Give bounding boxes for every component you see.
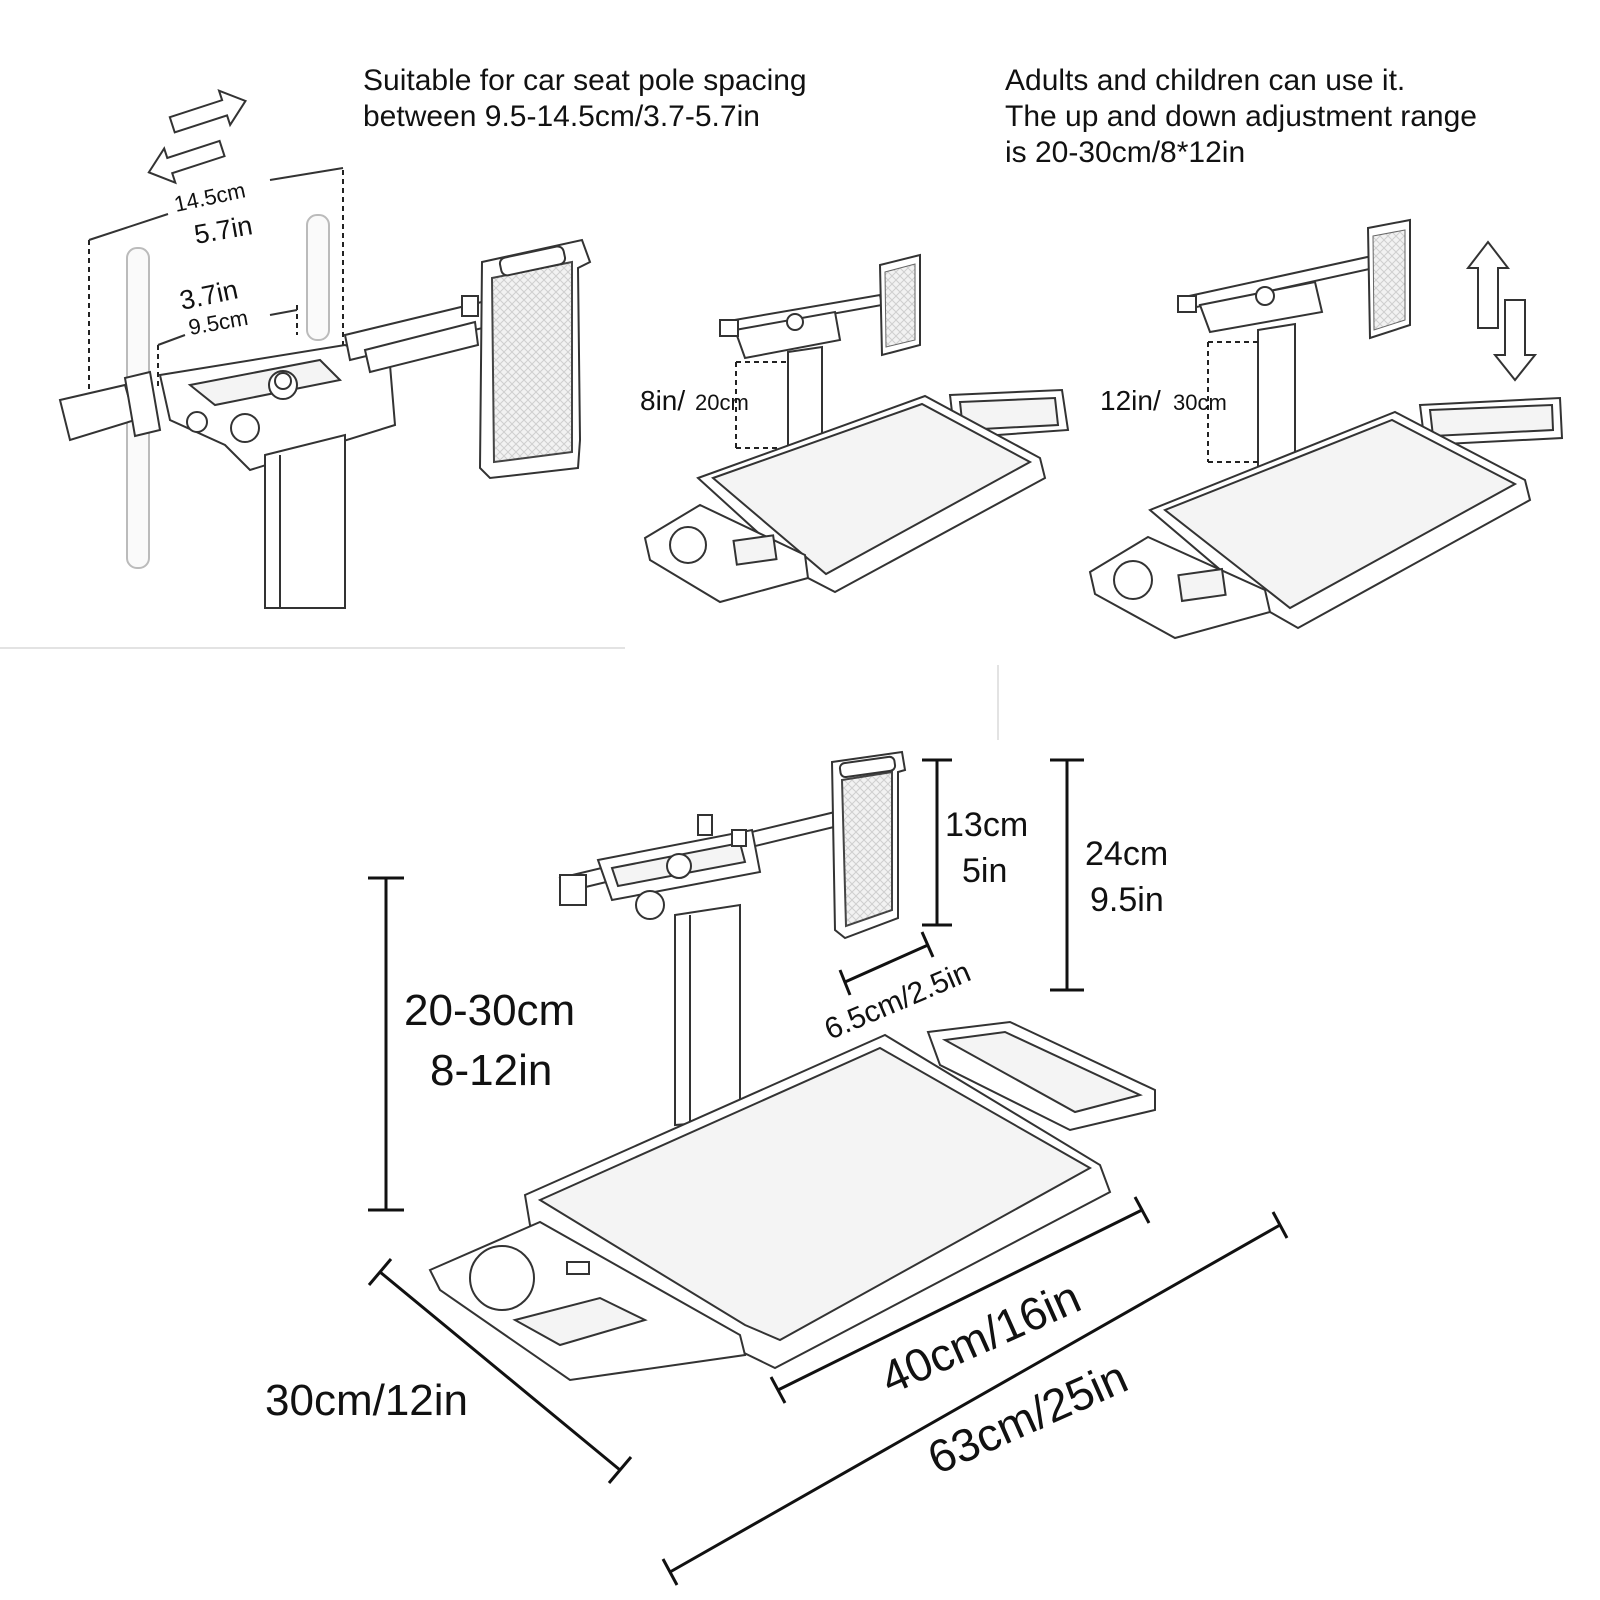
adjustment-line-1: Adults and children can use it. xyxy=(1005,64,1406,97)
total-arm-cm-label: 24cm xyxy=(1085,835,1168,873)
low-height-in-label: 8in/ xyxy=(640,385,685,416)
pole-spacing-caption: Suitable for car seat pole spacing betwe… xyxy=(363,63,807,135)
holder-height-in-label: 5in xyxy=(962,852,1007,890)
double-arrow-vertical-icon xyxy=(1465,240,1538,382)
adjustment-line-2: The up and down adjustment range xyxy=(1005,100,1477,133)
main-dimension-view: 13cm 5in 24cm 9.5in 6.5cm/2.5in 20-30cm … xyxy=(265,750,1289,1586)
adjust-range-cm-label: 20-30cm xyxy=(404,986,575,1035)
outer-spacing-in-label: 5.7in xyxy=(192,210,255,250)
seat-pole-right xyxy=(306,214,330,341)
tray-low-position: 8in/ 20cm xyxy=(640,253,1070,604)
pole-spacing-line-1: Suitable for car seat pole spacing xyxy=(363,64,807,97)
total-arm-in-label: 9.5in xyxy=(1090,881,1164,919)
adjustment-line-3: is 20-30cm/8*12in xyxy=(1005,136,1246,169)
low-height-cm-label: 20cm xyxy=(695,390,749,415)
clamp-closeup: 14.5cm 5.7in 3.7in 9.5cm xyxy=(58,88,592,609)
holder-height-cm-label: 13cm xyxy=(945,806,1028,844)
double-arrow-horizontal-icon xyxy=(147,88,248,185)
pole-spacing-line-2: between 9.5-14.5cm/3.7-5.7in xyxy=(363,100,760,133)
depth-label: 30cm/12in xyxy=(265,1376,468,1425)
adjustment-caption: Adults and children can use it. The up a… xyxy=(1005,63,1477,171)
tray-high-position: 12in/ 30cm xyxy=(1088,218,1564,640)
adjust-range-in-label: 8-12in xyxy=(430,1046,552,1095)
high-height-cm-label: 30cm xyxy=(1173,390,1227,415)
high-height-in-label: 12in/ xyxy=(1100,385,1161,416)
outer-spacing-cm-label: 14.5cm xyxy=(172,177,248,216)
